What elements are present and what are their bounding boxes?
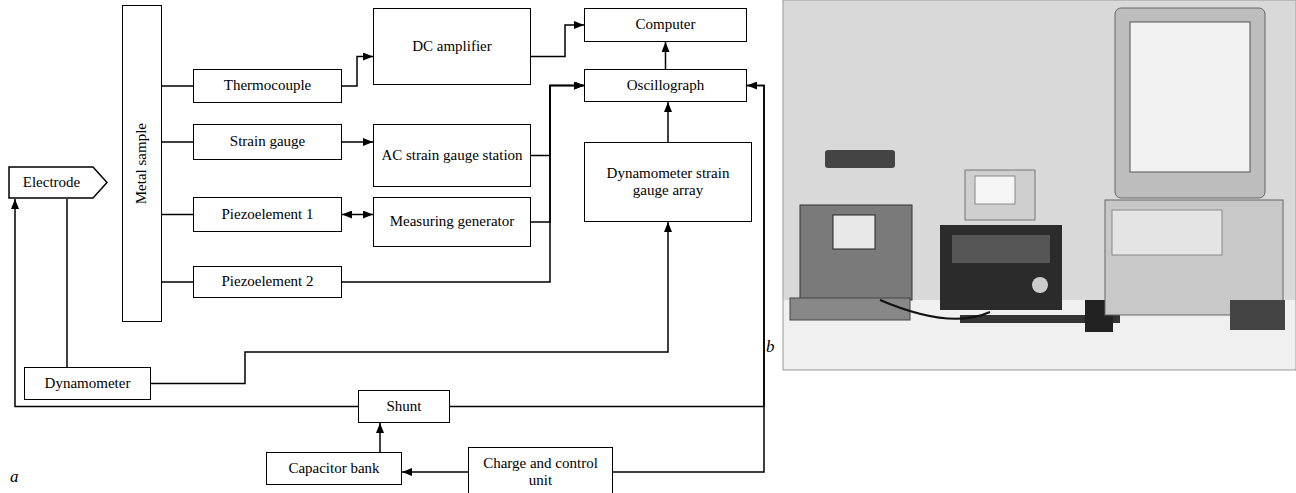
box-label: Strain gauge: [230, 133, 305, 150]
process-box: AC strain gauge station: [373, 124, 531, 187]
signal-connector: [379, 423, 381, 452]
process-box: Measuring generator: [373, 197, 531, 247]
panel-letter: a: [10, 468, 19, 487]
signal-connector: [342, 86, 584, 283]
box-label: Charge and control unit: [474, 455, 607, 490]
box-label: Shunt: [386, 398, 421, 415]
box-label: AC strain gauge station: [381, 147, 522, 164]
signal-connector: [667, 102, 669, 142]
box-label: Thermocouple: [224, 77, 311, 94]
box-label: Electrode: [23, 174, 80, 191]
process-box: Piezoelement 1: [193, 197, 342, 232]
photo-frame: [783, 0, 1296, 370]
monitor-screen: [1130, 22, 1250, 172]
control-panel: [952, 235, 1050, 263]
oscilloscope-screen: [833, 215, 875, 249]
power-socket: [825, 150, 895, 168]
dial: [1032, 277, 1048, 293]
electrode-box: Electrode: [8, 166, 108, 199]
signal-connector: [342, 214, 373, 216]
oscilloscope: [800, 205, 912, 300]
process-box: Piezoelement 2: [193, 266, 342, 298]
monitor: [1115, 8, 1265, 198]
panel-letter: b: [766, 338, 775, 357]
box-label: Oscillograph: [627, 77, 704, 94]
process-box: Dynamometer strain gauge array: [584, 142, 752, 222]
box-label: Measuring generator: [390, 213, 515, 230]
process-box: Computer: [584, 8, 747, 42]
signal-connector: [66, 199, 68, 367]
box-label: Dynamometer: [45, 375, 131, 392]
pc-case: [1105, 200, 1283, 315]
printer-panel: [975, 176, 1015, 204]
control-unit: [940, 225, 1062, 310]
process-box: Oscillograph: [584, 69, 747, 102]
box-label: Computer: [636, 16, 696, 33]
cable: [880, 300, 990, 319]
signal-connector: [162, 141, 193, 143]
signal-connector: [342, 141, 373, 143]
signal-connector: [531, 86, 584, 223]
signal-connector: [162, 214, 193, 216]
photo-wall: [783, 0, 1296, 370]
process-box: Strain gauge: [193, 124, 342, 160]
signal-connector: [531, 86, 584, 156]
signal-connector: [665, 42, 667, 69]
printer: [965, 170, 1035, 220]
box-label: Dynamometer strain gauge array: [590, 165, 746, 200]
power-strip: [790, 298, 910, 320]
keyboard: [1112, 210, 1222, 255]
box-label: Piezoelement 2: [221, 273, 313, 290]
box-label: Capacitor bank: [288, 460, 379, 477]
sample-bar: Metal sample: [122, 5, 162, 322]
box-label: DC amplifier: [412, 38, 492, 55]
electrode-shape: [9, 167, 107, 198]
mouse-pad: [1230, 300, 1285, 330]
signal-connector: [531, 25, 584, 57]
signal-connector: [162, 85, 193, 87]
signal-connector: [402, 471, 468, 473]
process-box: Dynamometer: [24, 367, 151, 400]
process-box: DC amplifier: [373, 8, 531, 85]
box-label: Piezoelement 1: [221, 206, 313, 223]
process-box: Shunt: [358, 390, 450, 423]
box-label: Metal sample: [133, 123, 150, 204]
signal-connector: [162, 281, 193, 283]
signal-connector: [342, 57, 373, 87]
process-box: Thermocouple: [193, 69, 342, 103]
process-box: Capacitor bank: [266, 452, 402, 485]
process-box: Charge and control unit: [468, 447, 613, 493]
